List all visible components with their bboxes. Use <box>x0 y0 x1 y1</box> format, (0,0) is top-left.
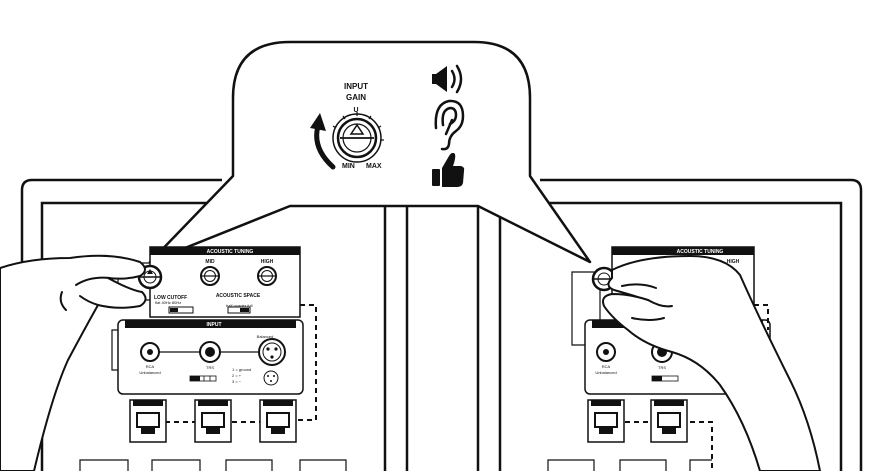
left-wiring <box>111 329 259 371</box>
right-rca-label: RCA <box>602 364 611 369</box>
left-hand <box>0 254 147 472</box>
right-rca-jack[interactable] <box>596 342 616 362</box>
right-link-dashes <box>625 304 769 471</box>
left-xlr-pin-diagram <box>263 370 279 386</box>
left-pin1-label: 1 = ground <box>232 367 251 372</box>
left-pin3-label: 3 = − <box>232 379 242 384</box>
left-speaker-terminals <box>79 399 347 471</box>
left-rca-label: RCA <box>146 364 155 369</box>
left-low-cutoff-switch[interactable] <box>168 306 194 314</box>
left-high-label: HIGH <box>261 259 274 265</box>
right-trs-plug-diagram <box>651 375 679 382</box>
right-trs-label: TRS <box>658 365 666 370</box>
dial-max-label: MAX <box>366 163 382 170</box>
left-trs-jack[interactable] <box>199 341 221 363</box>
left-low-cutoff-label: LOW CUTOFF <box>154 295 187 301</box>
left-unbalanced-label: Unbalanced <box>139 370 160 375</box>
dial-mark-u: U <box>353 107 358 114</box>
dial-min-label: MIN <box>342 163 355 170</box>
input-gain-title-line1: INPUT <box>344 82 368 91</box>
left-link-dashes <box>165 304 317 423</box>
left-mid-knob[interactable] <box>200 266 220 286</box>
left-acoustic-space-options: half quarter full <box>226 303 253 308</box>
left-high-knob[interactable] <box>257 266 277 286</box>
left-xlr-jack[interactable] <box>258 338 286 366</box>
thumbs-up-icon <box>432 152 465 187</box>
right-hand <box>602 255 821 472</box>
left-acoustic-space-switch[interactable] <box>227 306 251 314</box>
right-acoustic-tuning-header: ACOUSTIC TUNING <box>677 249 724 255</box>
left-trs-label: TRS <box>206 365 214 370</box>
left-rca-jack[interactable] <box>140 342 160 362</box>
terminal-1 <box>129 399 167 443</box>
input-gain-dial <box>332 112 384 163</box>
right-unbalanced-label: Unbalanced <box>595 370 616 375</box>
left-balanced-label: Balanced <box>257 334 274 339</box>
speaker-icon <box>432 64 463 94</box>
left-acoustic-tuning-header: ACOUSTIC TUNING <box>207 249 254 255</box>
terminal-2 <box>194 399 232 443</box>
left-pin2-label: 2 = + <box>232 373 242 378</box>
terminal-3 <box>259 399 297 443</box>
right-speaker-terminals <box>547 399 712 471</box>
input-gain-title-line2: GAIN <box>346 93 366 102</box>
left-acoustic-space-label: ACOUSTIC SPACE <box>216 293 261 299</box>
left-low-cutoff-options: flat 40Hz 80Hz <box>155 300 181 305</box>
left-trs-plug-diagram <box>189 375 217 382</box>
left-input-header: INPUT <box>207 322 222 328</box>
terminal-2 <box>650 399 688 443</box>
rotate-clockwise-arrow-icon <box>310 113 336 170</box>
left-mid-label: MID <box>205 259 215 265</box>
right-high-label: HIGH <box>727 259 740 265</box>
terminal-1 <box>587 399 625 443</box>
ear-icon <box>434 99 465 151</box>
